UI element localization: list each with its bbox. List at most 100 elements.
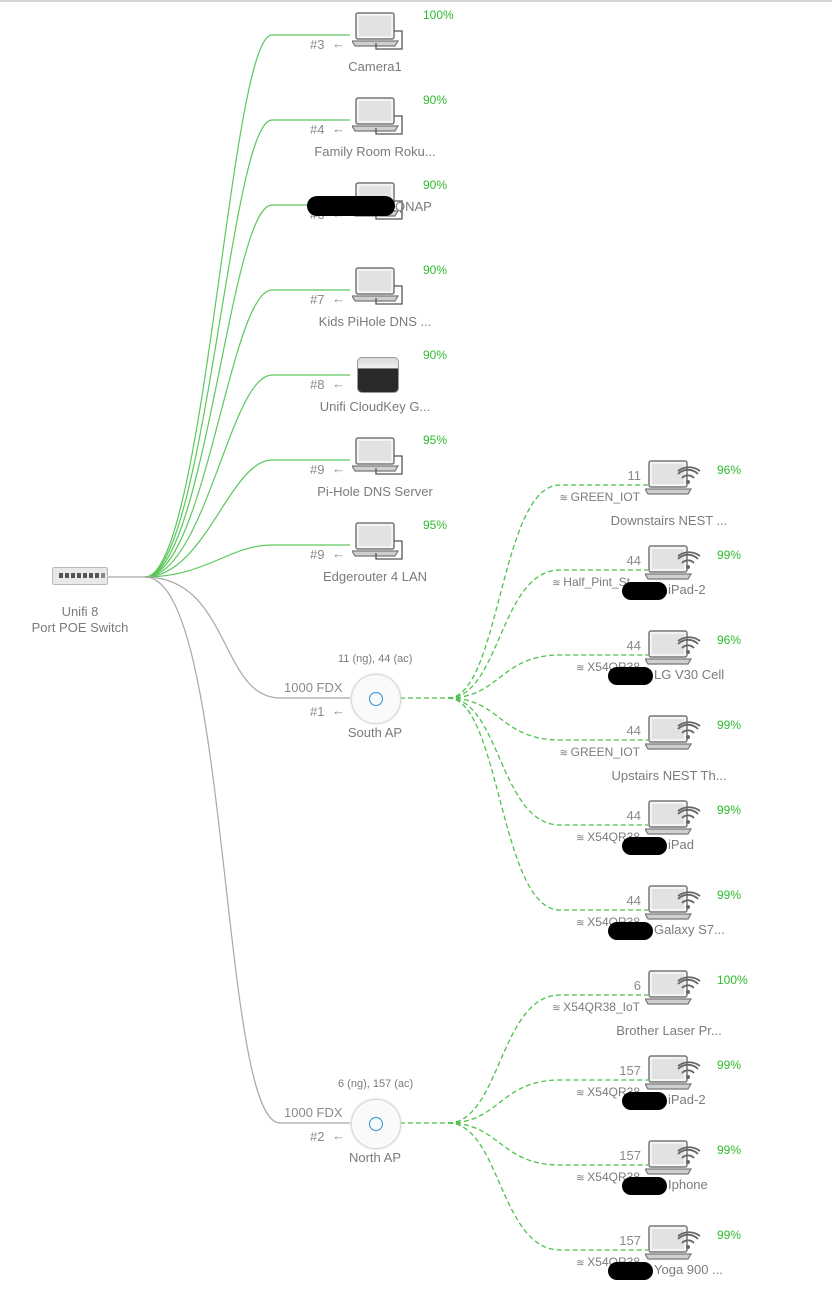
laptop-wifi-device-icon[interactable] <box>645 1139 705 1183</box>
client-ssid-text: Half_Pint_St... <box>563 575 640 589</box>
ap-name[interactable]: South AP <box>347 725 403 740</box>
laptop-device-icon[interactable] <box>352 96 412 140</box>
wireless-link <box>447 1122 648 1251</box>
switch-device-icon[interactable] <box>52 567 108 585</box>
device-name[interactable]: QNAP <box>395 199 432 214</box>
link-speed: 1000 FDX <box>284 1105 343 1120</box>
wifi-icon: ≋ <box>559 493 571 504</box>
client-ssid: ≋ X54QR38_IoT <box>552 1000 640 1014</box>
redacted-name-mask <box>608 1262 653 1280</box>
experience-percent: 96% <box>717 463 742 477</box>
laptop-wifi-device-icon[interactable] <box>645 714 705 758</box>
laptop-device-icon[interactable] <box>352 266 412 310</box>
device-name[interactable]: Downstairs NEST ... <box>610 513 728 528</box>
wired-link <box>144 374 350 578</box>
device-name[interactable]: Brother Laser Pr... <box>616 1023 722 1038</box>
experience-percent: 99% <box>717 1058 742 1072</box>
device-name[interactable]: Yoga 900 ... <box>654 1262 723 1277</box>
device-name[interactable]: Family Room Roku... <box>314 144 436 159</box>
left-arrow-icon: ← <box>332 36 345 51</box>
client-channel: 44 <box>626 808 641 823</box>
client-ssid-text: X54QR38_IoT <box>563 1000 640 1014</box>
client-channel: 44 <box>626 553 641 568</box>
device-name[interactable]: Upstairs NEST Th... <box>611 768 727 783</box>
wifi-icon: ≋ <box>576 663 588 674</box>
client-ssid: ≋ Half_Pint_St... <box>552 575 640 589</box>
redacted-name-mask <box>622 1177 667 1195</box>
cloudkey-device-icon[interactable] <box>357 357 399 393</box>
laptop-device-icon[interactable] <box>352 521 412 565</box>
laptop-wifi-device-icon[interactable] <box>645 459 705 503</box>
device-name[interactable]: Galaxy S7... <box>654 922 725 937</box>
laptop-device-icon[interactable] <box>352 11 412 55</box>
access-point-icon[interactable] <box>351 1099 401 1149</box>
redacted-name-mask <box>622 837 667 855</box>
device-name[interactable]: iPad-2 <box>668 1092 706 1107</box>
experience-percent: 90% <box>423 178 448 192</box>
client-ssid-text: GREEN_IOT <box>570 745 640 759</box>
access-point-icon[interactable] <box>351 674 401 724</box>
wifi-icon: ≋ <box>552 578 564 589</box>
experience-percent: 90% <box>423 348 448 362</box>
client-ssid: ≋ GREEN_IOT <box>559 745 640 759</box>
laptop-wifi-device-icon[interactable] <box>645 1224 705 1268</box>
port-number: #8 <box>310 377 325 392</box>
experience-percent: 99% <box>717 1228 742 1242</box>
laptop-wifi-device-icon[interactable] <box>645 884 705 928</box>
wired-link <box>144 204 350 578</box>
experience-percent: 90% <box>423 263 448 277</box>
device-name[interactable]: Unifi CloudKey G... <box>319 399 431 414</box>
redacted-name-mask <box>608 667 653 685</box>
client-channel: 157 <box>619 1233 641 1248</box>
experience-percent: 100% <box>423 8 454 22</box>
wireless-link <box>447 569 648 699</box>
device-name[interactable]: Camera1 <box>348 59 402 74</box>
laptop-wifi-device-icon[interactable] <box>645 799 705 843</box>
ap-channels: 6 (ng), 157 (ac) <box>338 1078 414 1090</box>
experience-percent: 100% <box>717 973 748 987</box>
client-channel: 44 <box>626 723 641 738</box>
laptop-device-icon[interactable] <box>352 436 412 480</box>
device-name[interactable]: LG V30 Cell <box>654 667 725 682</box>
wifi-icon: ≋ <box>576 1088 588 1099</box>
top-border <box>0 0 832 2</box>
experience-percent: 99% <box>717 1143 742 1157</box>
switch-name-line1: Unifi 8 <box>61 604 99 619</box>
wifi-icon: ≋ <box>576 1258 588 1269</box>
laptop-wifi-device-icon[interactable] <box>645 544 705 588</box>
experience-percent: 99% <box>717 548 742 562</box>
ap-name[interactable]: North AP <box>348 1150 402 1165</box>
wired-link <box>144 459 350 578</box>
left-arrow-icon: ← <box>332 1128 345 1143</box>
experience-percent: 99% <box>717 803 742 817</box>
redacted-name-mask <box>622 1092 667 1110</box>
ap-uplink-link <box>144 576 350 699</box>
laptop-wifi-device-icon[interactable] <box>645 969 705 1013</box>
client-channel: 157 <box>619 1148 641 1163</box>
experience-percent: 99% <box>717 718 742 732</box>
port-number: #9 <box>310 462 325 477</box>
redacted-name-mask <box>608 922 653 940</box>
port-number: #7 <box>310 292 325 307</box>
device-name[interactable]: Pi-Hole DNS Server <box>317 484 433 499</box>
switch-name[interactable]: Unifi 8 Port POE Switch <box>32 604 129 636</box>
port-number: #4 <box>310 122 325 137</box>
port-number: #3 <box>310 37 325 52</box>
device-name[interactable]: Iphone <box>668 1177 708 1192</box>
left-arrow-icon: ← <box>332 461 345 476</box>
wifi-icon: ≋ <box>576 918 588 929</box>
ap-channels: 11 (ng), 44 (ac) <box>338 653 413 665</box>
laptop-wifi-device-icon[interactable] <box>645 1054 705 1098</box>
redacted-name-mask <box>307 196 395 216</box>
device-name[interactable]: Kids PiHole DNS ... <box>318 314 432 329</box>
wireless-link <box>447 994 648 1124</box>
wifi-icon: ≋ <box>552 1003 564 1014</box>
device-name[interactable]: Edgerouter 4 LAN <box>322 569 428 584</box>
client-channel: 157 <box>619 1063 641 1078</box>
wired-link <box>144 289 350 578</box>
wired-link <box>144 544 350 578</box>
device-name[interactable]: iPad <box>668 837 695 852</box>
ap-uplink-link <box>144 576 350 1124</box>
device-name[interactable]: iPad-2 <box>668 582 706 597</box>
laptop-wifi-device-icon[interactable] <box>645 629 705 673</box>
